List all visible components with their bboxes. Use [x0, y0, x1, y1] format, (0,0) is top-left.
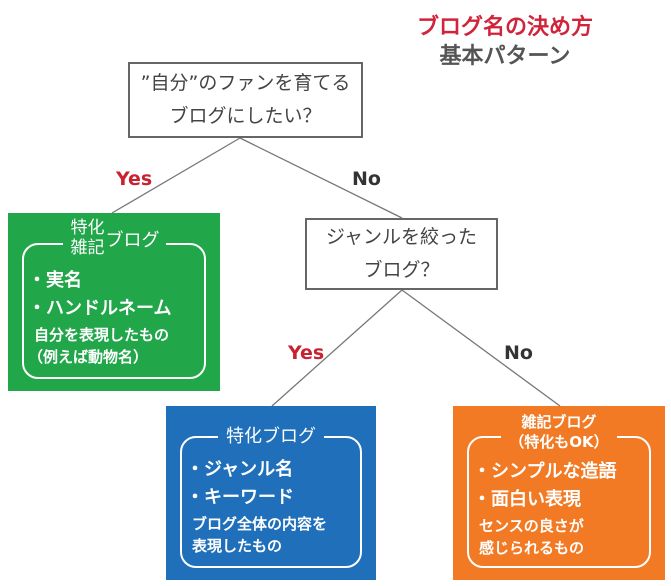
box-heading: 雑記ブログ （特化もOK） — [453, 412, 665, 453]
line-q2-yes — [271, 289, 403, 407]
question-genre-blog: ジャンルを絞った ブログ？ — [305, 218, 498, 290]
box-heading: 特化ブログ — [166, 422, 376, 448]
box-items: ・ジャンル名 ・キーワード ブログ全体の内容を 表現したもの — [186, 456, 366, 557]
q2-line1: ジャンルを絞った — [325, 225, 478, 248]
box-items: ・シンプルな造語 ・面白い表現 センスの良さが 感じられるもの — [473, 458, 655, 559]
diagram-title: ブログ名の決め方 基本パターン — [417, 14, 593, 71]
list-item: ・ジャンル名 — [186, 459, 294, 480]
label-no-2: No — [504, 342, 533, 364]
line-q1-yes — [111, 137, 241, 214]
box-heading: 特化 雑記 ブログ — [8, 218, 220, 259]
heading-text: 特化ブログ — [218, 426, 324, 447]
label-yes-1: Yes — [116, 168, 153, 190]
question-fan-blog: ”自分”のファンを育てる ブログにしたい？ — [128, 62, 363, 138]
note-line: （例えば動物名） — [28, 347, 149, 366]
list-item: ・シンプルな造語 — [473, 461, 617, 482]
q1-line1: ”自分”のファンを育てる — [140, 71, 351, 94]
label-no-1: No — [352, 168, 381, 190]
heading-line1: 雑記ブログ — [513, 413, 605, 431]
list-item: ・ハンドルネーム — [28, 297, 172, 319]
list-item: ・実名 — [28, 270, 82, 291]
line-q1-no — [239, 137, 403, 219]
title-line2: 基本パターン — [439, 43, 571, 69]
q1-line2: ブログにしたい？ — [169, 105, 322, 127]
note-line: 表現したもの — [192, 536, 283, 555]
note-line: 自分を表現したもの — [34, 325, 170, 344]
result-box-general: 雑記ブログ （特化もOK） ・シンプルな造語 ・面白い表現 センスの良さが 感じ… — [453, 406, 665, 580]
heading-part-tokka: 特化 — [70, 218, 105, 238]
title-line1: ブログ名の決め方 — [416, 15, 593, 40]
heading-line2: （特化もOK） — [501, 433, 617, 452]
label-yes-2: Yes — [288, 342, 325, 364]
heading-part-zakki: 雑記 — [70, 237, 105, 258]
result-box-niche: 特化ブログ ・ジャンル名 ・キーワード ブログ全体の内容を 表現したもの — [166, 406, 376, 580]
heading-part-blog: ブログ — [105, 229, 160, 251]
result-box-personal: 特化 雑記 ブログ ・実名 ・ハンドルネーム 自分を表現したもの （例えば動物名… — [8, 213, 220, 391]
line-q2-no — [401, 289, 561, 407]
note-line: ブログ全体の内容を — [192, 514, 328, 533]
note-line: 感じられるもの — [479, 538, 585, 557]
box-items: ・実名 ・ハンドルネーム 自分を表現したもの （例えば動物名） — [28, 267, 210, 368]
note-line: センスの良さが — [479, 516, 584, 535]
q2-line2: ブログ？ — [363, 259, 440, 281]
list-item: ・キーワード — [186, 486, 294, 508]
list-item: ・面白い表現 — [473, 488, 581, 510]
